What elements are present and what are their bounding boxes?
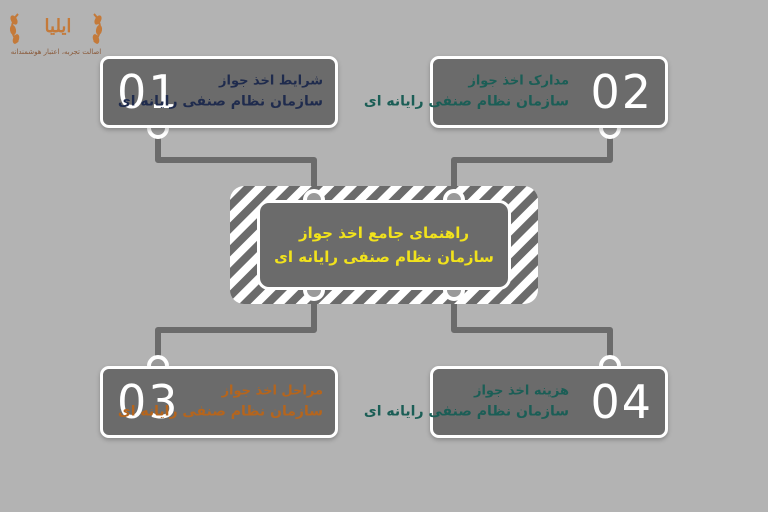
logo-wordmark: ایلیا xyxy=(44,16,72,37)
connector-step-04 xyxy=(451,287,613,369)
step-label-03: مراحل اخذ جواز سازمان نظام صنفی رایانه ا… xyxy=(118,382,323,421)
step-box-04[interactable]: 04 هزینه اخذ جواز سازمان نظام صنفی رایان… xyxy=(364,366,668,438)
step-label-02: مدارک اخذ جواز سازمان نظام صنفی رایانه ا… xyxy=(364,72,569,111)
step-number-02: 02 xyxy=(590,65,653,119)
step-number-01: 01 xyxy=(117,65,180,119)
step-title-04: هزینه اخذ جواز xyxy=(473,383,569,399)
connector-step-01 xyxy=(155,125,317,203)
step-title-01: شرایط اخذ جواز xyxy=(219,73,323,89)
connector-lines xyxy=(155,125,613,369)
step-title-02: مدارک اخذ جواز xyxy=(468,73,569,89)
step-box-02[interactable]: 02 مدارک اخذ جواز سازمان نظام صنفی رایان… xyxy=(364,56,668,128)
laurel-emblem-icon xyxy=(9,13,103,44)
connector-step-03 xyxy=(155,287,317,369)
step-subtitle-01: سازمان نظام صنفی رایانه ای xyxy=(117,93,323,110)
logo-tagline: اصالت تجربه، اعتبار هوشمندانه xyxy=(10,48,102,56)
step-label-04: هزینه اخذ جواز سازمان نظام صنفی رایانه ا… xyxy=(364,382,569,421)
step-box-03[interactable]: 03 مراحل اخذ جواز سازمان نظام صنفی رایان… xyxy=(100,366,338,438)
connector-step-02 xyxy=(451,125,613,203)
center-title-line-1: راهنمای جامع اخذ جواز xyxy=(299,224,469,242)
center-title: راهنمای جامع اخذ جواز سازمان نظام صنفی ر… xyxy=(260,221,508,269)
step-box-01[interactable]: 01 شرایط اخذ جواز سازمان نظام صنفی رایان… xyxy=(100,56,338,128)
step-subtitle-03: سازمان نظام صنفی رایانه ای xyxy=(117,403,323,420)
step-title-03: مراحل اخذ جواز xyxy=(221,383,323,399)
center-title-line-2: سازمان نظام صنفی رایانه ای xyxy=(274,248,494,266)
step-subtitle-02: سازمان نظام صنفی رایانه ای xyxy=(363,93,569,110)
step-subtitle-04: سازمان نظام صنفی رایانه ای xyxy=(363,403,569,420)
step-number-03: 03 xyxy=(117,375,180,429)
step-label-01: شرایط اخذ جواز سازمان نظام صنفی رایانه ا… xyxy=(118,72,323,111)
brand-logo[interactable]: ایلیا اصالت تجربه، اعتبار هوشمندانه xyxy=(4,8,108,64)
step-number-04: 04 xyxy=(590,375,653,429)
center-topic-box[interactable]: راهنمای جامع اخذ جواز سازمان نظام صنفی ر… xyxy=(257,200,511,290)
